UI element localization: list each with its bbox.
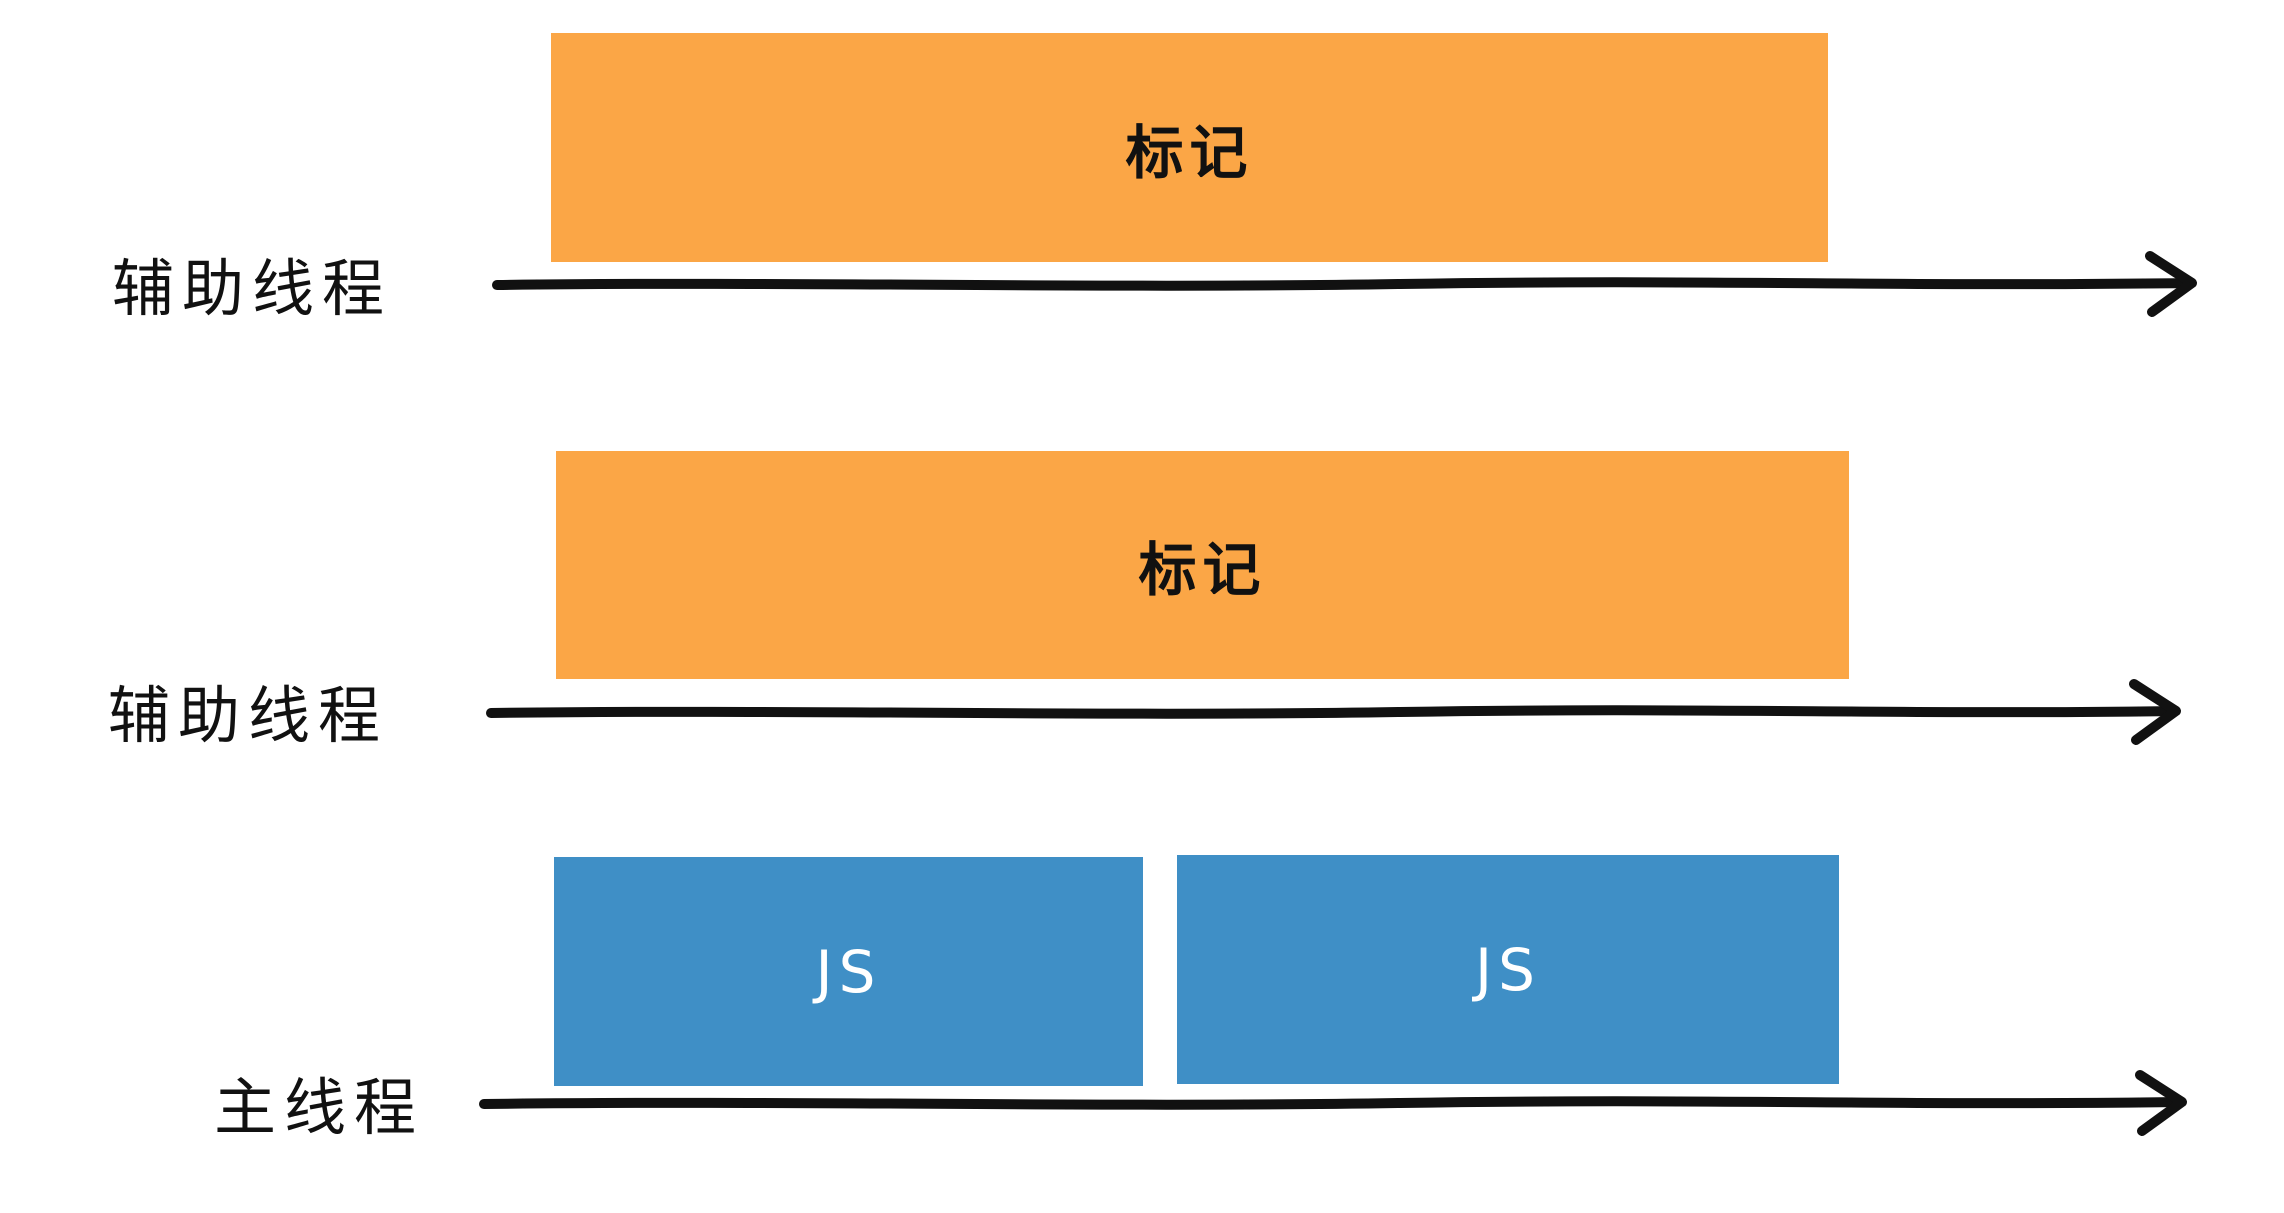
lane2-timeline-arrow bbox=[486, 679, 2181, 745]
lane1-timeline-arrow bbox=[492, 251, 2197, 317]
lane2-mark-block: 标记 bbox=[556, 451, 1849, 679]
lane3-js-label-1: JS bbox=[815, 937, 882, 1006]
lane3-js-block-1: JS bbox=[554, 857, 1143, 1086]
lane3-js-label-2: JS bbox=[1475, 935, 1541, 1004]
lane1-mark-block: 标记 bbox=[551, 33, 1828, 262]
lane3-js-block-2: JS bbox=[1177, 855, 1839, 1084]
lane3-label: 主线程 bbox=[214, 1071, 425, 1144]
lane2-mark-label: 标记 bbox=[1138, 536, 1267, 604]
lane2-label: 辅助线程 bbox=[108, 679, 389, 752]
lane1-mark-label: 标记 bbox=[1125, 118, 1254, 187]
lane1-label: 辅助线程 bbox=[112, 252, 393, 325]
